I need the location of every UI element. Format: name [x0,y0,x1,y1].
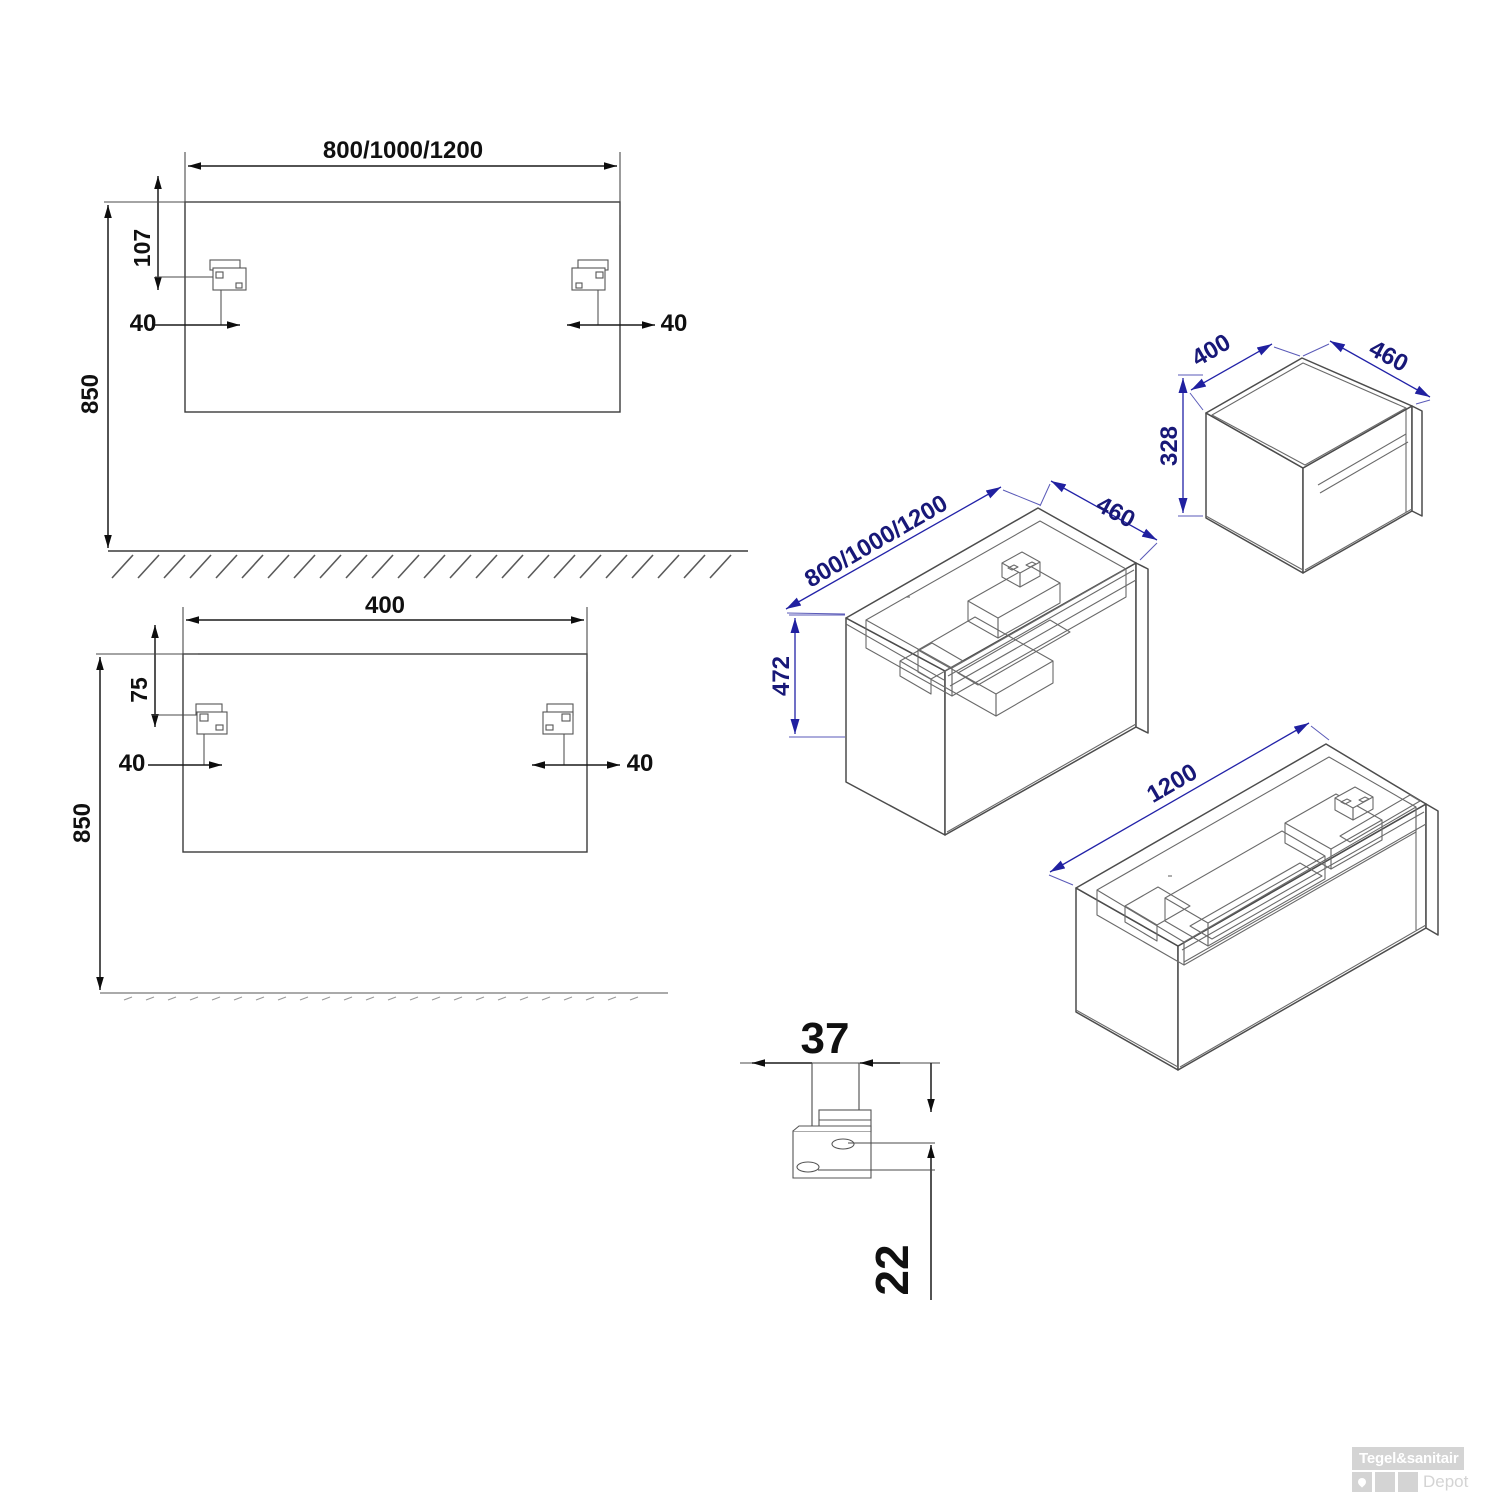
iso-cabinet-body-small [1205,357,1423,574]
dim-label-40-right-2: 40 [627,750,654,777]
ext-small-460-a [1302,343,1330,357]
logo-square-3 [1398,1472,1418,1492]
view-bracket-detail: 37 22 [740,1014,940,1300]
ext-long-1200-a [1048,874,1074,886]
ext-long-1200-b [1310,725,1330,741]
bracket-left [209,259,247,325]
side-panel-outline [182,653,588,853]
ext-iso-depth-a [1039,483,1051,507]
view-iso-cabinet-small: 400 460 328 [1156,329,1431,574]
dim-label-iso-depth: 460 [1092,491,1140,534]
dim-line-small-460 [1329,340,1431,398]
iso-cabinet-body-wide [845,507,1149,836]
dim-label-400: 400 [365,592,405,619]
iso-cabinet-detail-small [1205,362,1413,571]
view-iso-cabinet-long: 1200 [1048,722,1439,1071]
brand-logo-subrow: Depot [1352,1472,1492,1492]
water-drop-icon [1352,1472,1372,1492]
bracket-left-2 [195,703,228,765]
dim-line-small-400 [1190,343,1273,391]
dim-label-width: 800/1000/1200 [323,137,483,164]
iso-hinge-fitting-long [1334,786,1374,821]
brand-logo-depot: Depot [1423,1472,1469,1491]
floor-hatching [111,554,732,579]
dim-label-107: 107 [129,229,155,267]
dim-label-40-left-2: 40 [119,750,146,777]
dim-label-850-b: 850 [69,803,96,843]
dim-label-22: 22 [866,1244,918,1295]
ext-small-400-b [1273,346,1301,357]
view-side-elevation: 400 75 850 40 40 [69,592,668,1001]
dim-label-small-400: 400 [1187,329,1235,372]
bracket-right-2 [542,703,574,765]
dim-line-long-1200 [1049,722,1310,873]
dim-label-40-right: 40 [661,310,688,337]
floor-hatching-2 [123,996,639,1001]
mirror-outline [184,201,621,413]
view-iso-cabinet-wide: 800/1000/1200 460 472 [768,480,1158,836]
dim-line-iso-depth [1050,480,1158,541]
ext-small-460-b [1415,399,1431,405]
logo-square-2 [1375,1472,1395,1492]
dim-label-iso-height: 472 [768,656,795,696]
ext-iso-width-a [786,612,846,615]
bracket-right [571,259,609,325]
ext-iso-width-b [1002,489,1041,506]
ext-small-400-a [1189,392,1204,411]
iso-hinge-fitting [1001,551,1041,588]
brand-logo-name: Tegel&sanitair [1352,1447,1465,1470]
dim-label-850: 850 [77,374,104,414]
dim-label-small-328: 328 [1156,426,1183,466]
bracket-detail-shape [792,1109,872,1179]
dim-label-40-left: 40 [130,310,157,337]
ext-iso-depth-b [1139,542,1158,561]
brand-logo: Tegel&sanitair Depot [1352,1447,1492,1492]
dim-line-iso-width [785,486,1002,610]
dim-label-75: 75 [126,677,152,703]
dim-label-small-460: 460 [1365,335,1413,378]
view-front-elevation: 800/1000/1200 107 850 40 [77,137,748,579]
dim-label-37: 37 [801,1014,850,1063]
